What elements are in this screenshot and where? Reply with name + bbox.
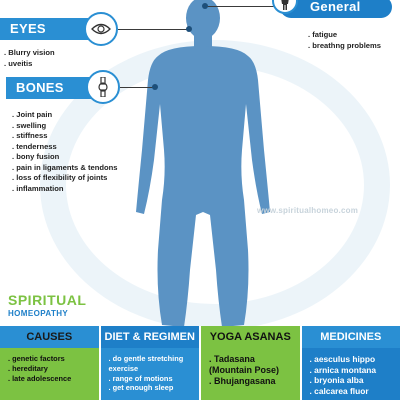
causes-list: genetic factors hereditary late adolesce… [8,354,93,383]
eyes-symptom-list: Blurry vision uveitis [4,48,55,70]
list-item: hereditary [8,364,93,374]
list-item: get enough sleep [109,383,194,393]
general-title: General [280,0,392,18]
list-item: range of motions [109,374,194,384]
brand-subtitle: HOMEOPATHY [8,309,69,318]
list-item: genetic factors [8,354,93,364]
eye-icon [84,12,118,46]
column-divider [199,326,201,400]
bones-symptom: Joint pain [12,110,118,121]
general-symptom: fatigue [308,30,381,41]
joint-icon [86,70,120,104]
list-item: arnica montana [310,365,395,376]
diet-list: do gentle stretching exercise range of m… [109,354,194,393]
bones-title: BONES [6,77,96,99]
brand-name: SPIRITUAL [8,292,87,308]
yoga-list: Tadasana (Mountain Pose) Bhujangasana [209,354,294,387]
medicines-column: MEDICINES aesculus hippo arnica montana … [301,326,400,400]
general-leader-line [206,6,282,7]
eyes-leader-dot [186,26,192,32]
column-title: YOGA ASANAS [201,326,300,348]
column-title: MEDICINES [301,326,400,348]
eyes-leader-line [118,29,188,30]
yoga-column: YOGA ASANAS Tadasana (Mountain Pose) Bhu… [201,326,300,400]
list-item: calcarea fluor [310,386,395,397]
bones-symptom-list: Joint pain swelling stiffness tenderness… [12,110,118,195]
bones-symptom: tenderness [12,142,118,153]
bones-symptom: swelling [12,121,118,132]
general-symptom: breathng problems [308,41,381,52]
causes-column: CAUSES genetic factors hereditary late a… [0,326,99,400]
diet-column: DIET & REGIMEN do gentle stretching exer… [100,326,199,400]
list-item: bryonia alba [310,375,395,386]
eyes-symptom: Blurry vision [4,48,54,59]
bones-symptom: bony fusion [12,152,118,163]
column-divider [98,326,101,400]
list-item: Bhujangasana [209,376,294,387]
medicines-list: aesculus hippo arnica montana bryonia al… [310,354,395,396]
bones-leader-dot [152,84,158,90]
bones-symptom: loss of flexibility of joints [12,173,118,184]
list-item: aesculus hippo [310,354,395,365]
brand-logo: SPIRITUAL HOMEOPATHY [8,292,86,318]
list-item: Tadasana (Mountain Pose) [209,354,294,376]
bones-symptom: inflammation [12,184,118,195]
column-title: CAUSES [0,326,99,348]
bones-symptom: pain in ligaments & tendons [12,163,117,174]
list-item: do gentle stretching exercise [109,354,194,374]
eyes-symptom: uveitis [4,59,55,70]
general-symptom-list: fatigue breathng problems [308,30,381,51]
info-columns: CAUSES genetic factors hereditary late a… [0,326,400,400]
general-leader-dot [202,3,208,9]
bones-symptom: stiffness [12,131,118,142]
column-title: DIET & REGIMEN [100,326,199,348]
eyes-title: EYES [0,18,88,40]
column-divider [299,326,302,400]
bones-leader-line [120,87,154,88]
human-body-silhouette [136,0,270,327]
watermark-url: www.spiritualhomeo.com [257,206,359,215]
list-item: late adolescence [8,374,93,384]
